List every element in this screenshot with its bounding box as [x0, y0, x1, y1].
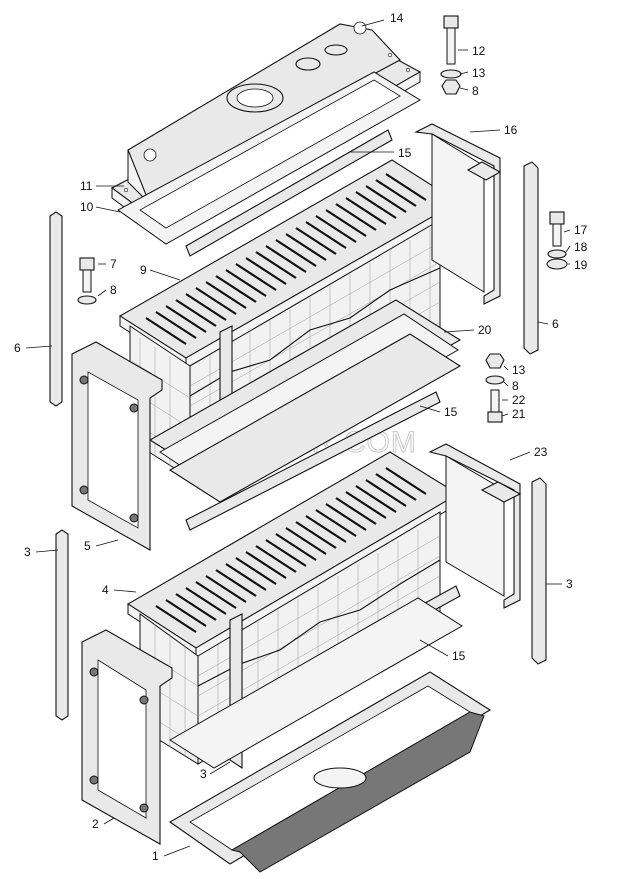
callout-7: 7	[110, 257, 117, 271]
bolt-7-group	[77, 257, 97, 305]
bottom-tank	[168, 671, 492, 873]
callout-22: 22	[512, 393, 526, 407]
side-frame-2	[81, 629, 173, 845]
callout-4: 4	[102, 583, 109, 597]
bolt-21-group	[485, 353, 505, 423]
callout-12: 12	[472, 44, 486, 58]
side-strip-6-right	[523, 161, 539, 355]
callout-9: 9	[140, 263, 147, 277]
leader-lines	[25, 19, 571, 857]
side-strip-3-left	[55, 529, 69, 721]
callout-6-right: 6	[552, 317, 559, 331]
callout-1: 1	[152, 849, 159, 863]
callout-15: 15	[398, 146, 412, 160]
callout-3-right: 3	[566, 577, 573, 591]
callout-16: 16	[504, 123, 518, 137]
callout-15-bottom: 15	[452, 649, 466, 663]
callout-14: 14	[390, 11, 404, 25]
callout-17: 17	[574, 223, 588, 237]
callout-labels: 14 12 13 8 16 15 11 10 17 18 19 9 7 8 6 …	[14, 11, 588, 863]
side-strip-3-right	[531, 477, 547, 665]
callout-10: 10	[80, 200, 94, 214]
bolt-12-group	[440, 15, 462, 95]
side-frame-5	[71, 341, 163, 551]
callout-3-left: 3	[24, 545, 31, 559]
callout-13-right: 13	[512, 363, 526, 377]
side-strip-6-left	[49, 211, 63, 407]
upper-core-slots	[145, 173, 427, 345]
callout-20: 20	[478, 323, 492, 337]
bolt-17-group	[546, 211, 568, 270]
callout-5: 5	[84, 539, 91, 553]
callout-18: 18	[574, 240, 588, 254]
callout-8: 8	[472, 84, 479, 98]
callout-8-right: 8	[512, 379, 519, 393]
callout-8-left: 8	[110, 283, 117, 297]
strip-15-middle	[185, 391, 441, 531]
callout-11: 11	[80, 179, 93, 193]
callout-19: 19	[574, 258, 588, 272]
callout-15-middle: 15	[444, 405, 458, 419]
bracket-23	[428, 443, 522, 609]
callout-23: 23	[534, 445, 548, 459]
bracket-16	[414, 123, 502, 305]
strip-15-top	[185, 129, 393, 257]
callout-6-left: 6	[14, 341, 21, 355]
callout-2: 2	[92, 817, 99, 831]
lower-core-slots	[155, 467, 427, 633]
callout-3-bottom: 3	[200, 767, 207, 781]
callout-13: 13	[472, 66, 486, 80]
callout-21: 21	[512, 407, 526, 421]
